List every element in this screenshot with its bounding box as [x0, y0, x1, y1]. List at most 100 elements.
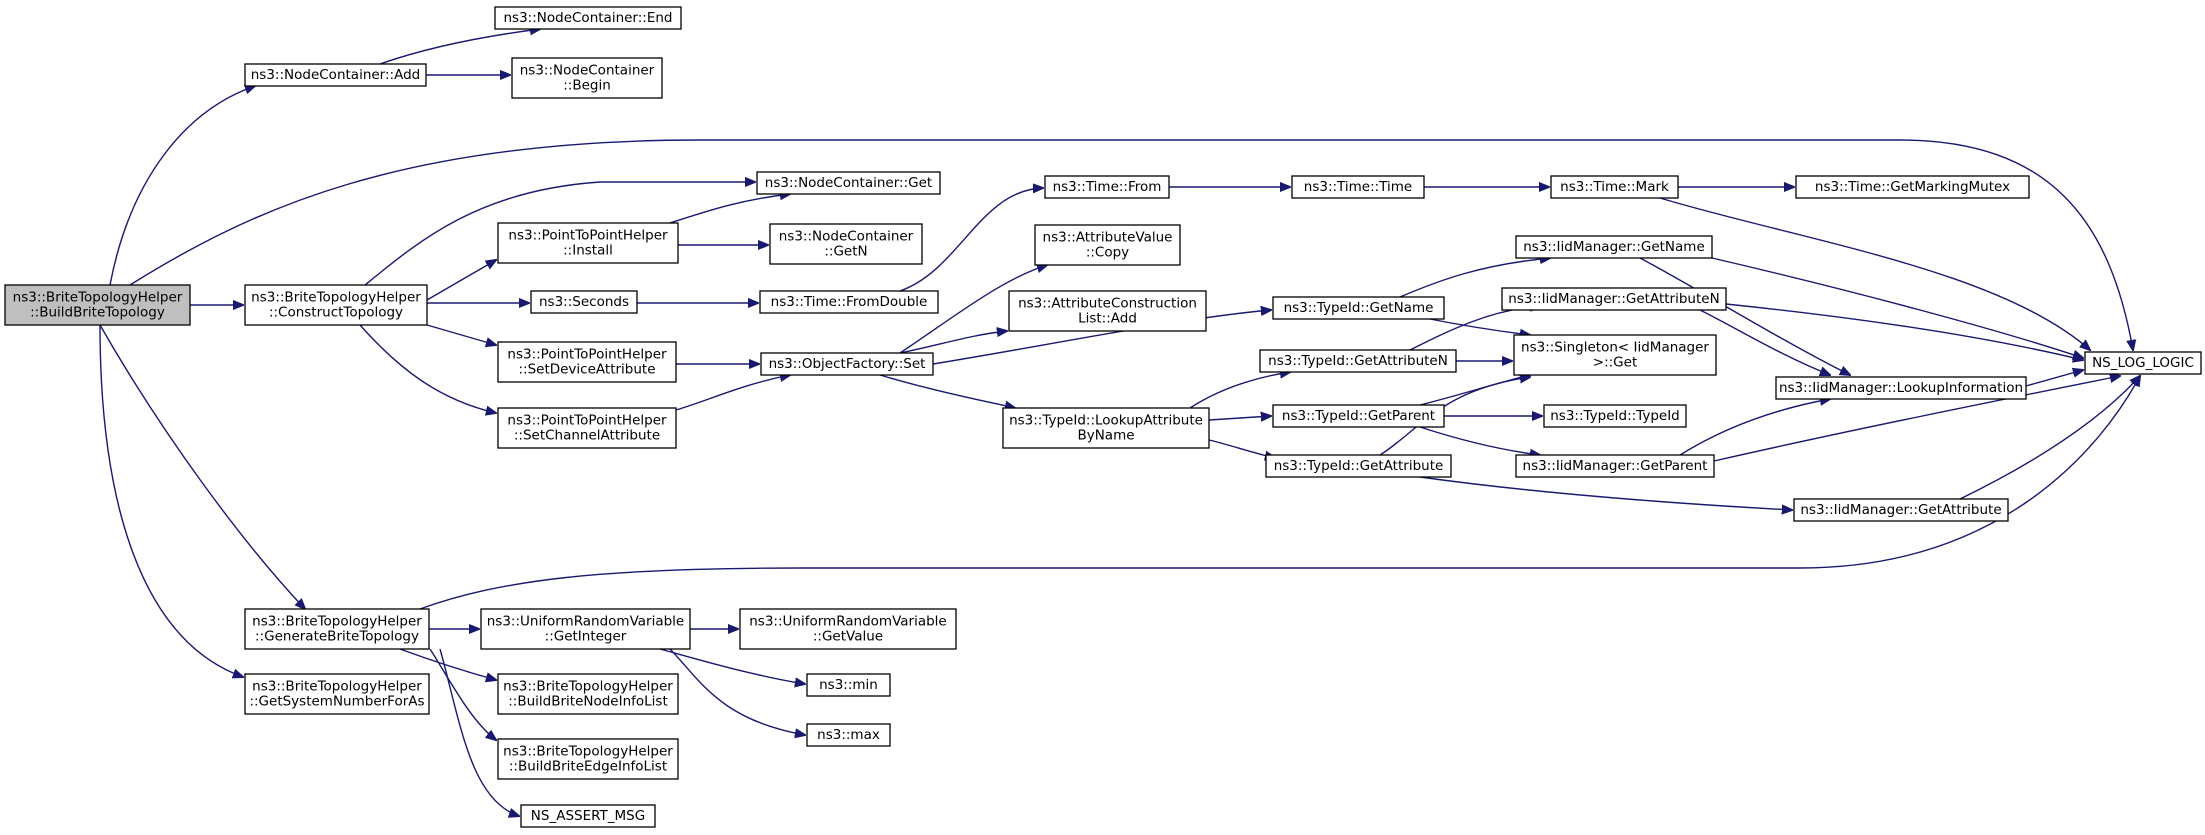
edge-construct-to-ncGet — [364, 182, 755, 286]
edge-ofSet-to-tidGetName — [932, 310, 1271, 365]
node-label: ByName — [1077, 428, 1134, 444]
node-ncBegin[interactable]: ns3::NodeContainer::Begin — [511, 57, 663, 99]
node-box — [1550, 175, 1679, 199]
node-label: >::Get — [1593, 355, 1637, 371]
edge-genBrite-to-nsLog — [419, 376, 2140, 610]
node-label: ns3::IidManager::GetAttribute — [1800, 502, 2001, 518]
node-label: ns3::Time::GetMarkingMutex — [1815, 179, 2010, 195]
edge-tidLookup-to-tidGetAttr — [1208, 439, 1275, 458]
node-label: ns3::TypeId::GetName — [1284, 300, 1434, 316]
node-label: ns3::UniformRandomVariable — [749, 614, 947, 630]
node-label: ns3::NodeContainer::Add — [251, 67, 420, 83]
node-label: ns3::BriteTopologyHelper — [252, 614, 422, 630]
node-box — [497, 673, 679, 715]
node-label: ns3::Time::From — [1053, 179, 1162, 195]
edge-genBrite-to-assertMsg — [439, 648, 519, 816]
node-label: ::Copy — [1086, 245, 1129, 261]
node-tidGetName[interactable]: ns3::TypeId::GetName — [1272, 296, 1445, 320]
node-tidGetAttrN[interactable]: ns3::TypeId::GetAttributeN — [1259, 349, 1457, 373]
node-ofSet[interactable]: ns3::ObjectFactory::Set — [760, 352, 934, 376]
node-construct[interactable]: ns3::BriteTopologyHelper::ConstructTopol… — [244, 284, 428, 326]
node-root[interactable]: ns3::BriteTopologyHelper::BuildBriteTopo… — [4, 284, 191, 326]
node-label: ns3::TypeId::TypeId — [1550, 408, 1680, 424]
node-label: ns3::Singleton< IidManager — [1521, 340, 1709, 356]
node-ncGetN[interactable]: ns3::NodeContainer::GetN — [769, 223, 923, 265]
node-box — [1515, 454, 1715, 478]
node-label: ns3::BriteTopologyHelper — [503, 744, 673, 760]
node-min[interactable]: ns3::min — [806, 673, 891, 697]
node-box — [2084, 351, 2202, 375]
node-imGetAttr[interactable]: ns3::IidManager::GetAttribute — [1793, 498, 2009, 522]
node-label: ::GetN — [824, 244, 867, 260]
node-box — [1272, 404, 1445, 428]
edge-timeMark-to-nsLog — [1659, 197, 2090, 350]
edges-layer — [99, 29, 2140, 816]
node-buildEdge[interactable]: ns3::BriteTopologyHelper::BuildBriteEdge… — [497, 738, 679, 780]
node-ncEnd[interactable]: ns3::NodeContainer::End — [494, 6, 682, 30]
node-setDev[interactable]: ns3::PointToPointHelper::SetDeviceAttrib… — [497, 341, 677, 383]
node-imGetParent[interactable]: ns3::IidManager::GetParent — [1515, 454, 1715, 478]
edge-imGetParent-to-nsLog — [1713, 376, 2120, 462]
node-label: ::GetInteger — [545, 629, 627, 645]
edge-tidGetAttr-to-imGetAttr — [1419, 476, 1792, 510]
node-box — [1002, 407, 1210, 449]
node-box — [806, 723, 891, 747]
node-timeTime[interactable]: ns3::Time::Time — [1291, 175, 1425, 199]
node-imGetAttrN[interactable]: ns3::IidManager::GetAttributeN — [1501, 287, 1727, 311]
node-box — [1265, 454, 1452, 478]
node-box — [806, 673, 891, 697]
node-getSysNum[interactable]: ns3::BriteTopologyHelper::GetSystemNumbe… — [244, 673, 430, 715]
node-buildNode[interactable]: ns3::BriteTopologyHelper::BuildBriteNode… — [497, 673, 679, 715]
node-timeFrom[interactable]: ns3::Time::From — [1044, 175, 1170, 199]
node-urvGetInt[interactable]: ns3::UniformRandomVariable::GetInteger — [480, 608, 691, 650]
node-singleton[interactable]: ns3::Singleton< IidManager>::Get — [1513, 334, 1717, 376]
node-ncAdd[interactable]: ns3::NodeContainer::Add — [244, 63, 427, 87]
edge-imGetAttrN-to-imLookupInfo — [1699, 309, 1830, 375]
node-ncGet[interactable]: ns3::NodeContainer::Get — [756, 171, 941, 195]
node-label: ::SetDeviceAttribute — [518, 362, 655, 378]
edge-imGetAttrN-to-nsLog — [1725, 303, 2083, 360]
node-box — [497, 738, 679, 780]
node-imGetName[interactable]: ns3::IidManager::GetName — [1515, 235, 1713, 259]
edge-imGetName-to-nsLog — [1711, 257, 2083, 358]
edge-fromDouble-to-timeFrom — [899, 188, 1043, 292]
node-urvGetVal[interactable]: ns3::UniformRandomVariable::GetValue — [739, 608, 957, 650]
node-tidGetAttr[interactable]: ns3::TypeId::GetAttribute — [1265, 454, 1452, 478]
node-label: ns3::TypeId::GetParent — [1282, 408, 1435, 424]
node-tidTypeId[interactable]: ns3::TypeId::TypeId — [1543, 404, 1687, 428]
node-assertMsg[interactable]: NS_ASSERT_MSG — [520, 804, 656, 828]
node-label: ns3::IidManager::GetName — [1523, 239, 1705, 255]
edge-tidLookup-to-tidGetAttrN — [1189, 372, 1290, 409]
node-box — [520, 804, 656, 828]
node-nsLog[interactable]: NS_LOG_LOGIC — [2084, 351, 2202, 375]
node-box — [244, 608, 430, 650]
node-label: ::BuildBriteNodeInfoList — [508, 694, 668, 710]
node-label: ns3::TypeId::LookupAttribute — [1009, 413, 1203, 429]
node-box — [1793, 498, 2009, 522]
node-box — [497, 341, 677, 383]
node-avCopy[interactable]: ns3::AttributeValue::Copy — [1034, 224, 1181, 266]
node-label: NS_ASSERT_MSG — [531, 808, 645, 824]
node-box — [244, 63, 427, 87]
node-max[interactable]: ns3::max — [806, 723, 891, 747]
edge-imGetName-to-imLookupInfo — [1639, 257, 1850, 375]
node-box — [1008, 290, 1207, 332]
node-setChan[interactable]: ns3::PointToPointHelper::SetChannelAttri… — [497, 407, 677, 449]
node-markMutex[interactable]: ns3::Time::GetMarkingMutex — [1795, 175, 2030, 199]
node-label: ::BuildBriteEdgeInfoList — [509, 759, 667, 775]
node-imLookupInfo[interactable]: ns3::IidManager::LookupInformation — [1775, 376, 2027, 400]
node-box — [1044, 175, 1170, 199]
node-label: ::Begin — [563, 78, 611, 94]
node-fromDouble[interactable]: ns3::Time::FromDouble — [759, 290, 939, 314]
node-timeMark[interactable]: ns3::Time::Mark — [1550, 175, 1679, 199]
node-p2pInstall[interactable]: ns3::PointToPointHelper::Install — [497, 222, 679, 264]
node-tidGetParent[interactable]: ns3::TypeId::GetParent — [1272, 404, 1445, 428]
node-box — [480, 608, 691, 650]
node-box — [1034, 224, 1181, 266]
node-genBrite[interactable]: ns3::BriteTopologyHelper::GenerateBriteT… — [244, 608, 430, 650]
node-seconds[interactable]: ns3::Seconds — [530, 290, 638, 314]
node-label: ::GenerateBriteTopology — [255, 629, 419, 645]
